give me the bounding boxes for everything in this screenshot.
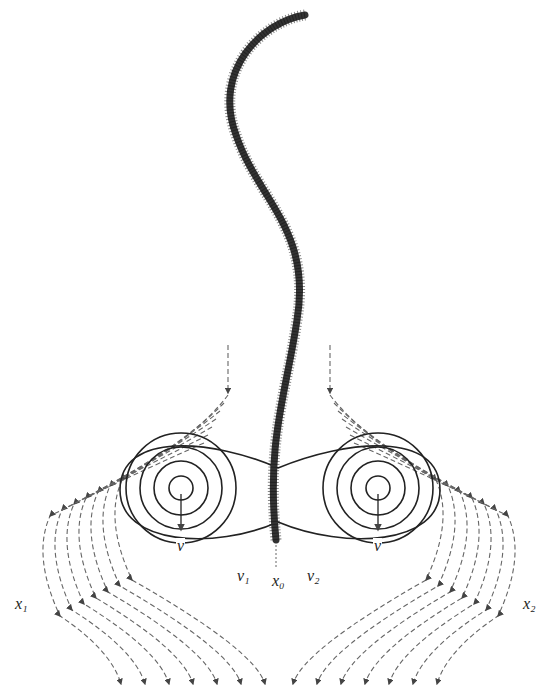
streamline	[338, 411, 467, 684]
symbol-label: v₂	[306, 568, 321, 584]
streamline	[293, 395, 443, 684]
streamline	[227, 345, 228, 393]
streamline-circle	[140, 447, 222, 529]
flagellum	[230, 15, 305, 540]
rotation-arrow	[178, 433, 184, 434]
streamline	[67, 427, 212, 684]
streamline	[55, 435, 208, 684]
symbol-label: x₂	[522, 596, 537, 612]
symbol-label: x₁	[14, 596, 29, 612]
streamline	[115, 395, 265, 684]
streamline	[317, 403, 455, 684]
position-marker	[276, 545, 277, 568]
separatrix	[120, 446, 440, 539]
streamline-circle	[337, 447, 419, 529]
streamline	[346, 427, 491, 684]
streamline	[43, 443, 204, 684]
streamline	[342, 419, 479, 684]
symbol-label: v₁	[236, 568, 251, 584]
flagellum-hairs	[230, 15, 305, 540]
rotation-arrow	[375, 461, 381, 462]
streamline	[103, 403, 241, 684]
streamline	[350, 435, 503, 684]
rotation-arrow	[375, 433, 381, 434]
streamline	[354, 443, 515, 684]
symbol-label: v	[373, 538, 382, 554]
symbol-label: x₀	[271, 573, 286, 589]
rotation-arrow	[178, 461, 184, 462]
symbol-label: v	[176, 538, 185, 554]
streamline	[79, 419, 216, 684]
velocity-arrow	[377, 494, 378, 530]
velocity-arrow	[180, 494, 181, 530]
streamline	[329, 345, 330, 393]
